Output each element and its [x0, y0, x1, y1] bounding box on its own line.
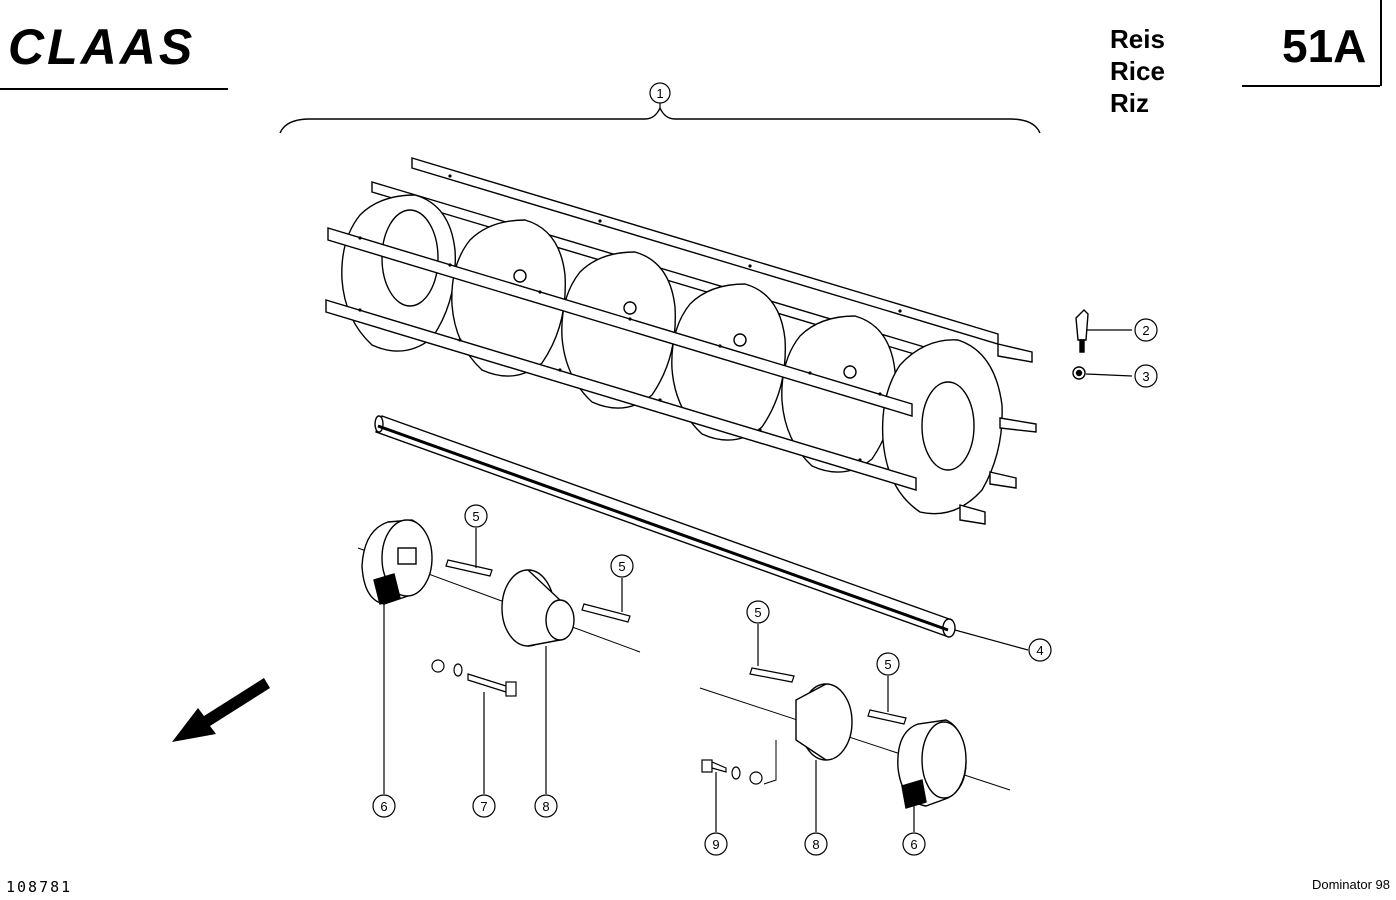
callout-5-left: 5 [464, 504, 488, 528]
drum-disk [671, 283, 787, 441]
leader-4 [954, 629, 1029, 651]
drum-disk-front [881, 339, 1003, 515]
svg-text:5: 5 [618, 559, 625, 574]
lang-en: Rice [1110, 56, 1165, 86]
svg-text:2: 2 [1142, 323, 1149, 338]
right-key-lower [867, 709, 907, 725]
left-bolt-set [431, 659, 517, 697]
rasp-bar-bolt [1075, 309, 1089, 353]
drum-shaft [374, 415, 956, 638]
direction-arrow-icon [172, 678, 270, 742]
left-hub [501, 569, 575, 647]
callout-5-center: 5 [610, 554, 634, 578]
svg-text:4: 4 [1036, 643, 1043, 658]
model-name: Dominator 98 [1312, 877, 1390, 892]
right-pulley-flange [897, 719, 967, 809]
svg-text:9: 9 [712, 837, 719, 852]
right-key-upper [749, 667, 795, 683]
callout-8-right: 8 [804, 832, 828, 856]
svg-text:5: 5 [472, 509, 479, 524]
left-pulley-flange [361, 519, 433, 605]
lang-fr: Riz [1110, 88, 1149, 118]
callout-9: 9 [704, 832, 728, 856]
leader-lines [383, 103, 915, 832]
drawing-number: 108781 [6, 878, 72, 896]
callout-2: 2 [1134, 318, 1158, 342]
drum-group-bracket [279, 106, 1041, 134]
callout-7: 7 [472, 794, 496, 818]
right-bolt-set [701, 759, 763, 785]
right-hub [795, 683, 853, 761]
lang-de: Reis [1110, 24, 1165, 54]
svg-text:3: 3 [1142, 369, 1149, 384]
svg-text:5: 5 [754, 605, 761, 620]
brand-logo: CLAAS [8, 19, 195, 75]
drum-rivets [358, 174, 902, 462]
svg-text:6: 6 [910, 837, 917, 852]
callout-6-left: 6 [372, 794, 396, 818]
threshing-drum [325, 157, 1037, 525]
dash-link [763, 740, 777, 785]
drum-disk [451, 219, 567, 377]
callout-1: 1 [649, 82, 671, 104]
svg-text:7: 7 [480, 799, 487, 814]
svg-text:8: 8 [812, 837, 819, 852]
callout-5-right-lower: 5 [876, 652, 900, 676]
callout-5-right-upper: 5 [746, 600, 770, 624]
svg-text:5: 5 [884, 657, 891, 672]
drum-disk [561, 251, 677, 409]
center-key [581, 603, 631, 623]
svg-text:1: 1 [656, 86, 663, 101]
page-code: 51A [1282, 20, 1366, 72]
callout-3: 3 [1134, 364, 1158, 388]
leader-3 [1085, 373, 1133, 377]
callout-4: 4 [1028, 638, 1052, 662]
callout-6-right: 6 [902, 832, 926, 856]
svg-text:6: 6 [380, 799, 387, 814]
svg-text:8: 8 [542, 799, 549, 814]
left-key [445, 559, 493, 577]
callout-8-left: 8 [534, 794, 558, 818]
nut [1072, 366, 1086, 380]
